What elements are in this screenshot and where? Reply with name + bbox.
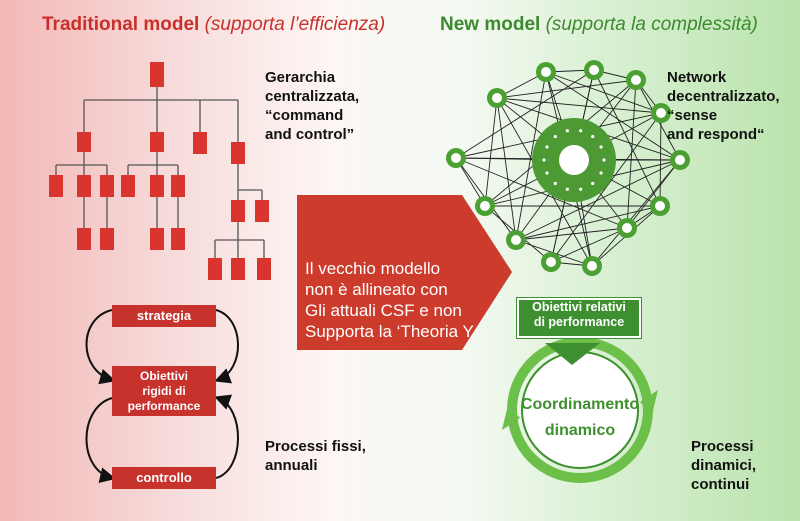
- network-node-center: [655, 201, 665, 211]
- hub-dot: [599, 145, 603, 149]
- network-link: [626, 79, 637, 229]
- new-model-title: New model (supporta la complessità): [440, 14, 758, 36]
- hub-dot: [565, 187, 569, 191]
- network-node-center: [541, 67, 551, 77]
- dynamic-process-caption: Processi dinamici, continui: [691, 438, 757, 493]
- traditional-model-title: Traditional model (supporta l’efficienza…: [42, 14, 385, 36]
- network-link: [496, 97, 662, 114]
- network-node-center: [656, 108, 666, 118]
- new-model-subtitle: (supporta la complessità): [545, 14, 758, 35]
- org-chart: [55, 87, 265, 258]
- network-link: [591, 159, 681, 267]
- relative-objectives-box: Obiettivi relativi di performance: [517, 298, 641, 338]
- network-node-center: [546, 257, 556, 267]
- network-node-center: [511, 235, 521, 245]
- hub-dot: [599, 171, 603, 175]
- network-node-center: [451, 153, 461, 163]
- network-hub: [532, 118, 616, 202]
- network-link: [515, 205, 661, 241]
- hub-dot: [542, 158, 546, 162]
- network-link: [515, 227, 628, 241]
- control-box: controllo: [112, 467, 216, 489]
- network-link: [496, 79, 637, 99]
- network-node-center: [492, 93, 502, 103]
- alignment-message: Il vecchio modello non è allineato con G…: [305, 259, 474, 341]
- big-red-arrow: [297, 195, 512, 350]
- hub-dot: [602, 158, 606, 162]
- network-link: [455, 69, 595, 159]
- dynamic-cycle: [502, 337, 658, 483]
- hub-dot: [591, 181, 595, 186]
- network-link: [496, 97, 517, 241]
- strategy-box: strategia: [112, 305, 216, 327]
- hub-dot: [579, 129, 583, 133]
- network-link: [550, 227, 628, 263]
- new-model-title-text: New model: [440, 14, 541, 35]
- network-nodes: [446, 60, 690, 276]
- network-node-center: [675, 155, 685, 165]
- network-node-center: [631, 75, 641, 85]
- hub-dot: [591, 134, 595, 139]
- fixed-process-caption: Processi fissi, annuali: [265, 438, 366, 474]
- hub-dot: [545, 145, 549, 149]
- hub-dot: [553, 181, 557, 186]
- traditional-model-subtitle: (supporta l’efficienza): [204, 14, 386, 35]
- network-link: [484, 97, 498, 207]
- network-link: [550, 112, 662, 263]
- network-node-center: [480, 201, 490, 211]
- hub-dot: [545, 171, 549, 175]
- network-link: [515, 159, 681, 241]
- hub-dot: [565, 129, 569, 133]
- network-link: [545, 71, 662, 114]
- traditional-model-title-text: Traditional model: [42, 14, 200, 35]
- hub-dot: [579, 187, 583, 191]
- network-node-center: [589, 65, 599, 75]
- rigid-objectives-box: Obiettivi rigidi di performance: [112, 366, 216, 416]
- network-node-center: [587, 261, 597, 271]
- hub-dot: [553, 134, 557, 139]
- traditional-cycle-arrows: [85, 309, 239, 484]
- network-link: [515, 71, 547, 241]
- dynamic-coordination-label: Coordinamento dinamico: [520, 396, 640, 439]
- network-link: [593, 69, 661, 207]
- hierarchy-caption: Gerarchia centralizzata, “command and co…: [265, 69, 360, 143]
- org-chart-nodes: [49, 62, 271, 280]
- network-caption: Network decentralizzato, “sense and resp…: [667, 69, 780, 143]
- network-node-center: [622, 223, 632, 233]
